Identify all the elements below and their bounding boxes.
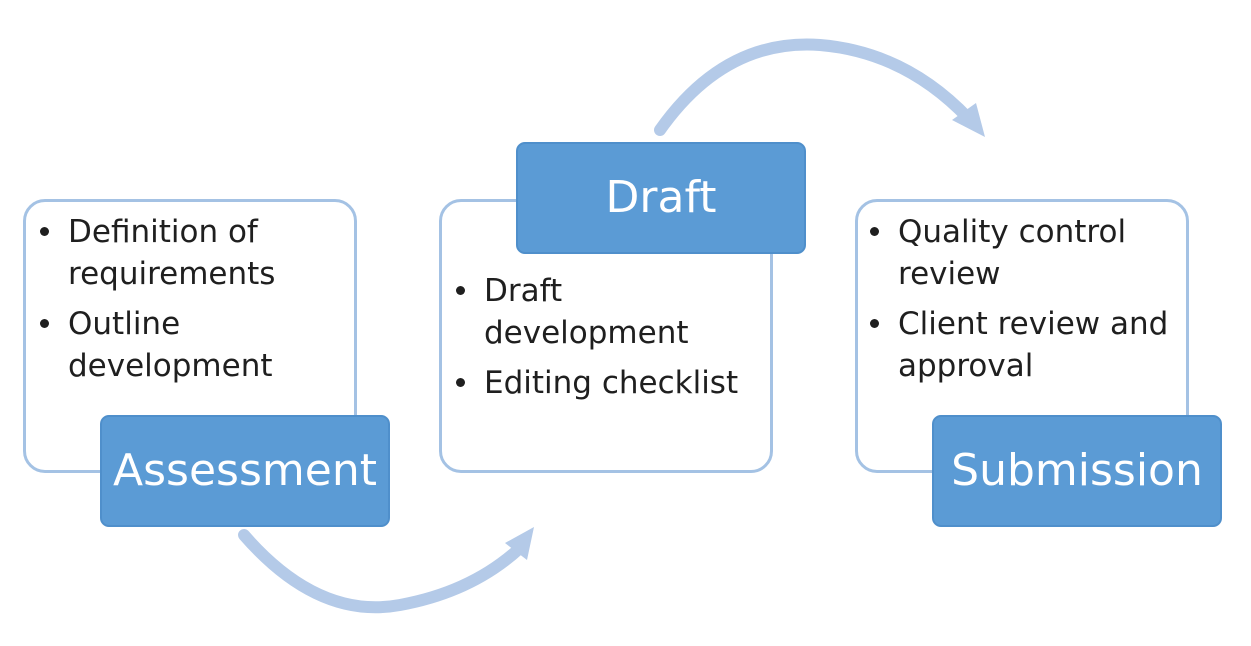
assessment-bullet-item: Outline development (38, 303, 348, 387)
submission-label: Submission (932, 415, 1222, 527)
assessment-bullet-item: Definition of requirements (38, 211, 348, 295)
draft-bullet-item: Draft development (454, 270, 764, 354)
arrow-assessment-to-draft (238, 527, 534, 614)
draft-bullet-list: Draft development Editing checklist (454, 270, 764, 412)
draft-label: Draft (516, 142, 806, 254)
submission-bullet-item: Quality control review (868, 211, 1178, 295)
assessment-label: Assessment (100, 415, 390, 527)
submission-bullet-item: Client review and approval (868, 303, 1178, 387)
assessment-bullet-list: Definition of requirements Outline devel… (38, 211, 348, 395)
submission-bullet-list: Quality control review Client review and… (868, 211, 1178, 395)
arrow-draft-to-submission (654, 38, 985, 137)
draft-bullet-item: Editing checklist (454, 362, 764, 404)
